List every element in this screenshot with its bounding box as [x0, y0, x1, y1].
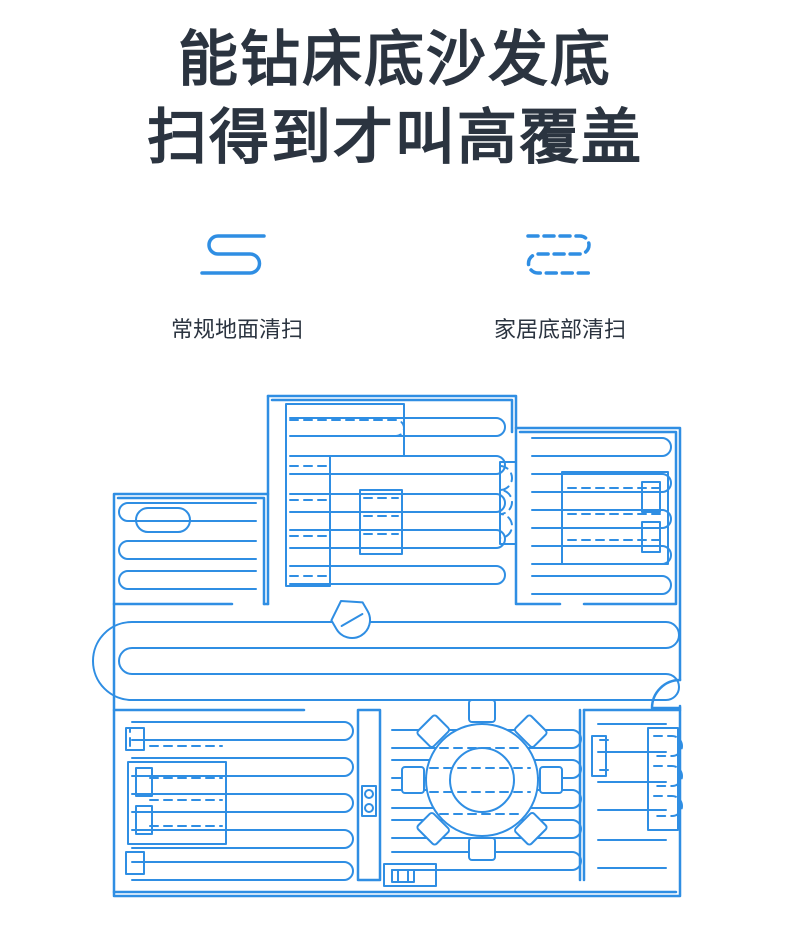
dining-chair: [514, 714, 548, 748]
dining-chair: [514, 812, 548, 846]
legend-label-floor-cleaning: 常规地面清扫: [170, 318, 303, 343]
dining-table-top: [425, 723, 539, 837]
under-furniture-cleaning-paths: [129, 419, 683, 827]
dining-chair: [539, 766, 563, 794]
dining-chair: [468, 699, 496, 723]
dining-chair: [401, 766, 425, 794]
solid-path-icon: [200, 234, 266, 275]
dining-chair: [416, 812, 450, 846]
headline-line-1: 能钻床底沙发底: [178, 25, 612, 95]
dining-chair: [416, 714, 450, 748]
floor-cleaning-paths: [92, 417, 680, 881]
dining-table: [401, 699, 563, 861]
robot-vacuum: [330, 599, 371, 639]
headline-line-2: 扫得到才叫高覆盖: [147, 103, 643, 173]
furniture-outlines: [125, 403, 679, 887]
dashed-path-icon: [526, 234, 592, 275]
floorplan-diagram: [92, 394, 683, 898]
dining-chair: [468, 837, 496, 861]
legend-label-under-furniture-cleaning: 家居底部清扫: [493, 318, 626, 343]
